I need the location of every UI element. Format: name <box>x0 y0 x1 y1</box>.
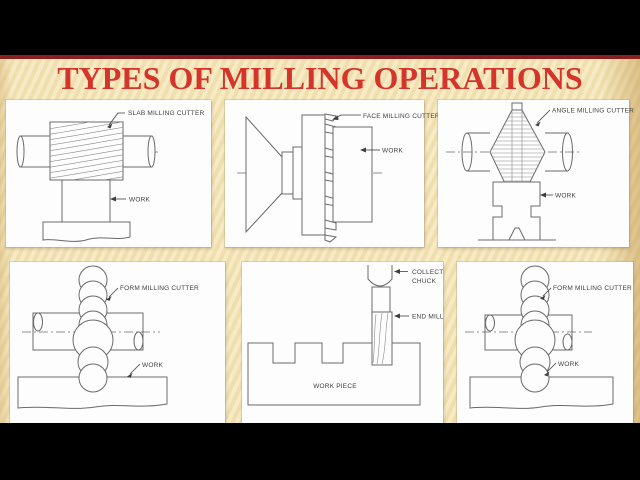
work-label: WORK <box>129 197 150 204</box>
cutter-callout: FACE MILLING CUTTER <box>332 113 440 120</box>
panel-end-milling: COLLECT CHUCK END MILL WORK PIECE <box>242 262 444 423</box>
workpiece <box>42 179 131 242</box>
work-label: WORK <box>382 148 403 155</box>
letterbox-bottom <box>0 423 640 480</box>
work-callout: WORK <box>544 361 579 377</box>
form-cutter <box>72 265 114 393</box>
form-milling-diagram: FORM MILLING CUTTER WORK <box>465 265 632 409</box>
panel-form-milling-2: FORM MILLING CUTTER WORK <box>457 262 633 423</box>
end-mill-callout: END MILL <box>394 313 444 321</box>
collet-chuck <box>367 265 393 313</box>
workpiece <box>469 376 614 409</box>
chuck-label-line1: COLLECT <box>412 269 443 276</box>
arbor-shaft <box>461 132 573 172</box>
chuck-label-line2: CHUCK <box>412 278 437 285</box>
panel-form-milling-1: FORM MILLING CUTTER WORK <box>10 262 225 423</box>
slab-cutter <box>49 121 124 181</box>
slab-milling-diagram: SLAB MILLING CUTTER WORK <box>16 110 205 242</box>
cutter-callout: SLAB MILLING CUTTER <box>107 110 205 129</box>
work-callout: WORK <box>127 362 163 378</box>
cutter-callout: ANGLE MILLING CUTTER <box>535 108 634 127</box>
panel-angle-milling: ANGLE MILLING CUTTER WORK <box>438 100 634 247</box>
end-mill-label: END MILL <box>412 314 444 321</box>
cutter-label: ANGLE MILLING CUTTER <box>552 108 634 115</box>
workpiece <box>478 181 556 241</box>
cutter-callout: FORM MILLING CUTTER <box>540 285 632 300</box>
cutter-callout: FORM MILLING CUTTER <box>106 285 199 301</box>
work-callout: WORK <box>360 147 403 155</box>
cutter-label: FORM MILLING CUTTER <box>120 285 199 292</box>
slide-title: TYPES OF MILLING OPERATIONS <box>57 60 583 96</box>
cutter-label: FACE MILLING CUTTER <box>363 113 440 120</box>
work-callout: WORK <box>110 196 150 204</box>
workpiece-label: WORK PIECE <box>313 383 357 390</box>
letterbox-top <box>0 0 640 55</box>
end-milling-diagram: COLLECT CHUCK END MILL WORK PIECE <box>247 265 444 406</box>
work-label: WORK <box>555 193 576 200</box>
accent-strip <box>0 55 640 59</box>
workpiece <box>17 376 168 409</box>
form-cutter <box>514 265 556 393</box>
work-label: WORK <box>142 362 163 369</box>
face-cutter <box>301 113 338 243</box>
face-milling-diagram: FACE MILLING CUTTER WORK <box>237 113 440 243</box>
panel-face-milling: FACE MILLING CUTTER WORK <box>225 100 440 247</box>
work-callout: WORK <box>540 192 576 200</box>
end-mill <box>371 311 393 366</box>
panel-slab-milling: SLAB MILLING CUTTER WORK <box>6 100 211 247</box>
spindle-cone <box>245 115 303 234</box>
work-label: WORK <box>558 361 579 368</box>
angle-milling-diagram: ANGLE MILLING CUTTER WORK <box>446 102 634 241</box>
form-milling-diagram: FORM MILLING CUTTER WORK <box>17 265 199 409</box>
cutter-label: SLAB MILLING CUTTER <box>128 110 205 117</box>
chuck-callout: COLLECT CHUCK <box>394 269 443 285</box>
workpiece <box>332 126 373 223</box>
workpiece <box>247 342 421 406</box>
cutter-label: FORM MILLING CUTTER <box>553 285 632 292</box>
